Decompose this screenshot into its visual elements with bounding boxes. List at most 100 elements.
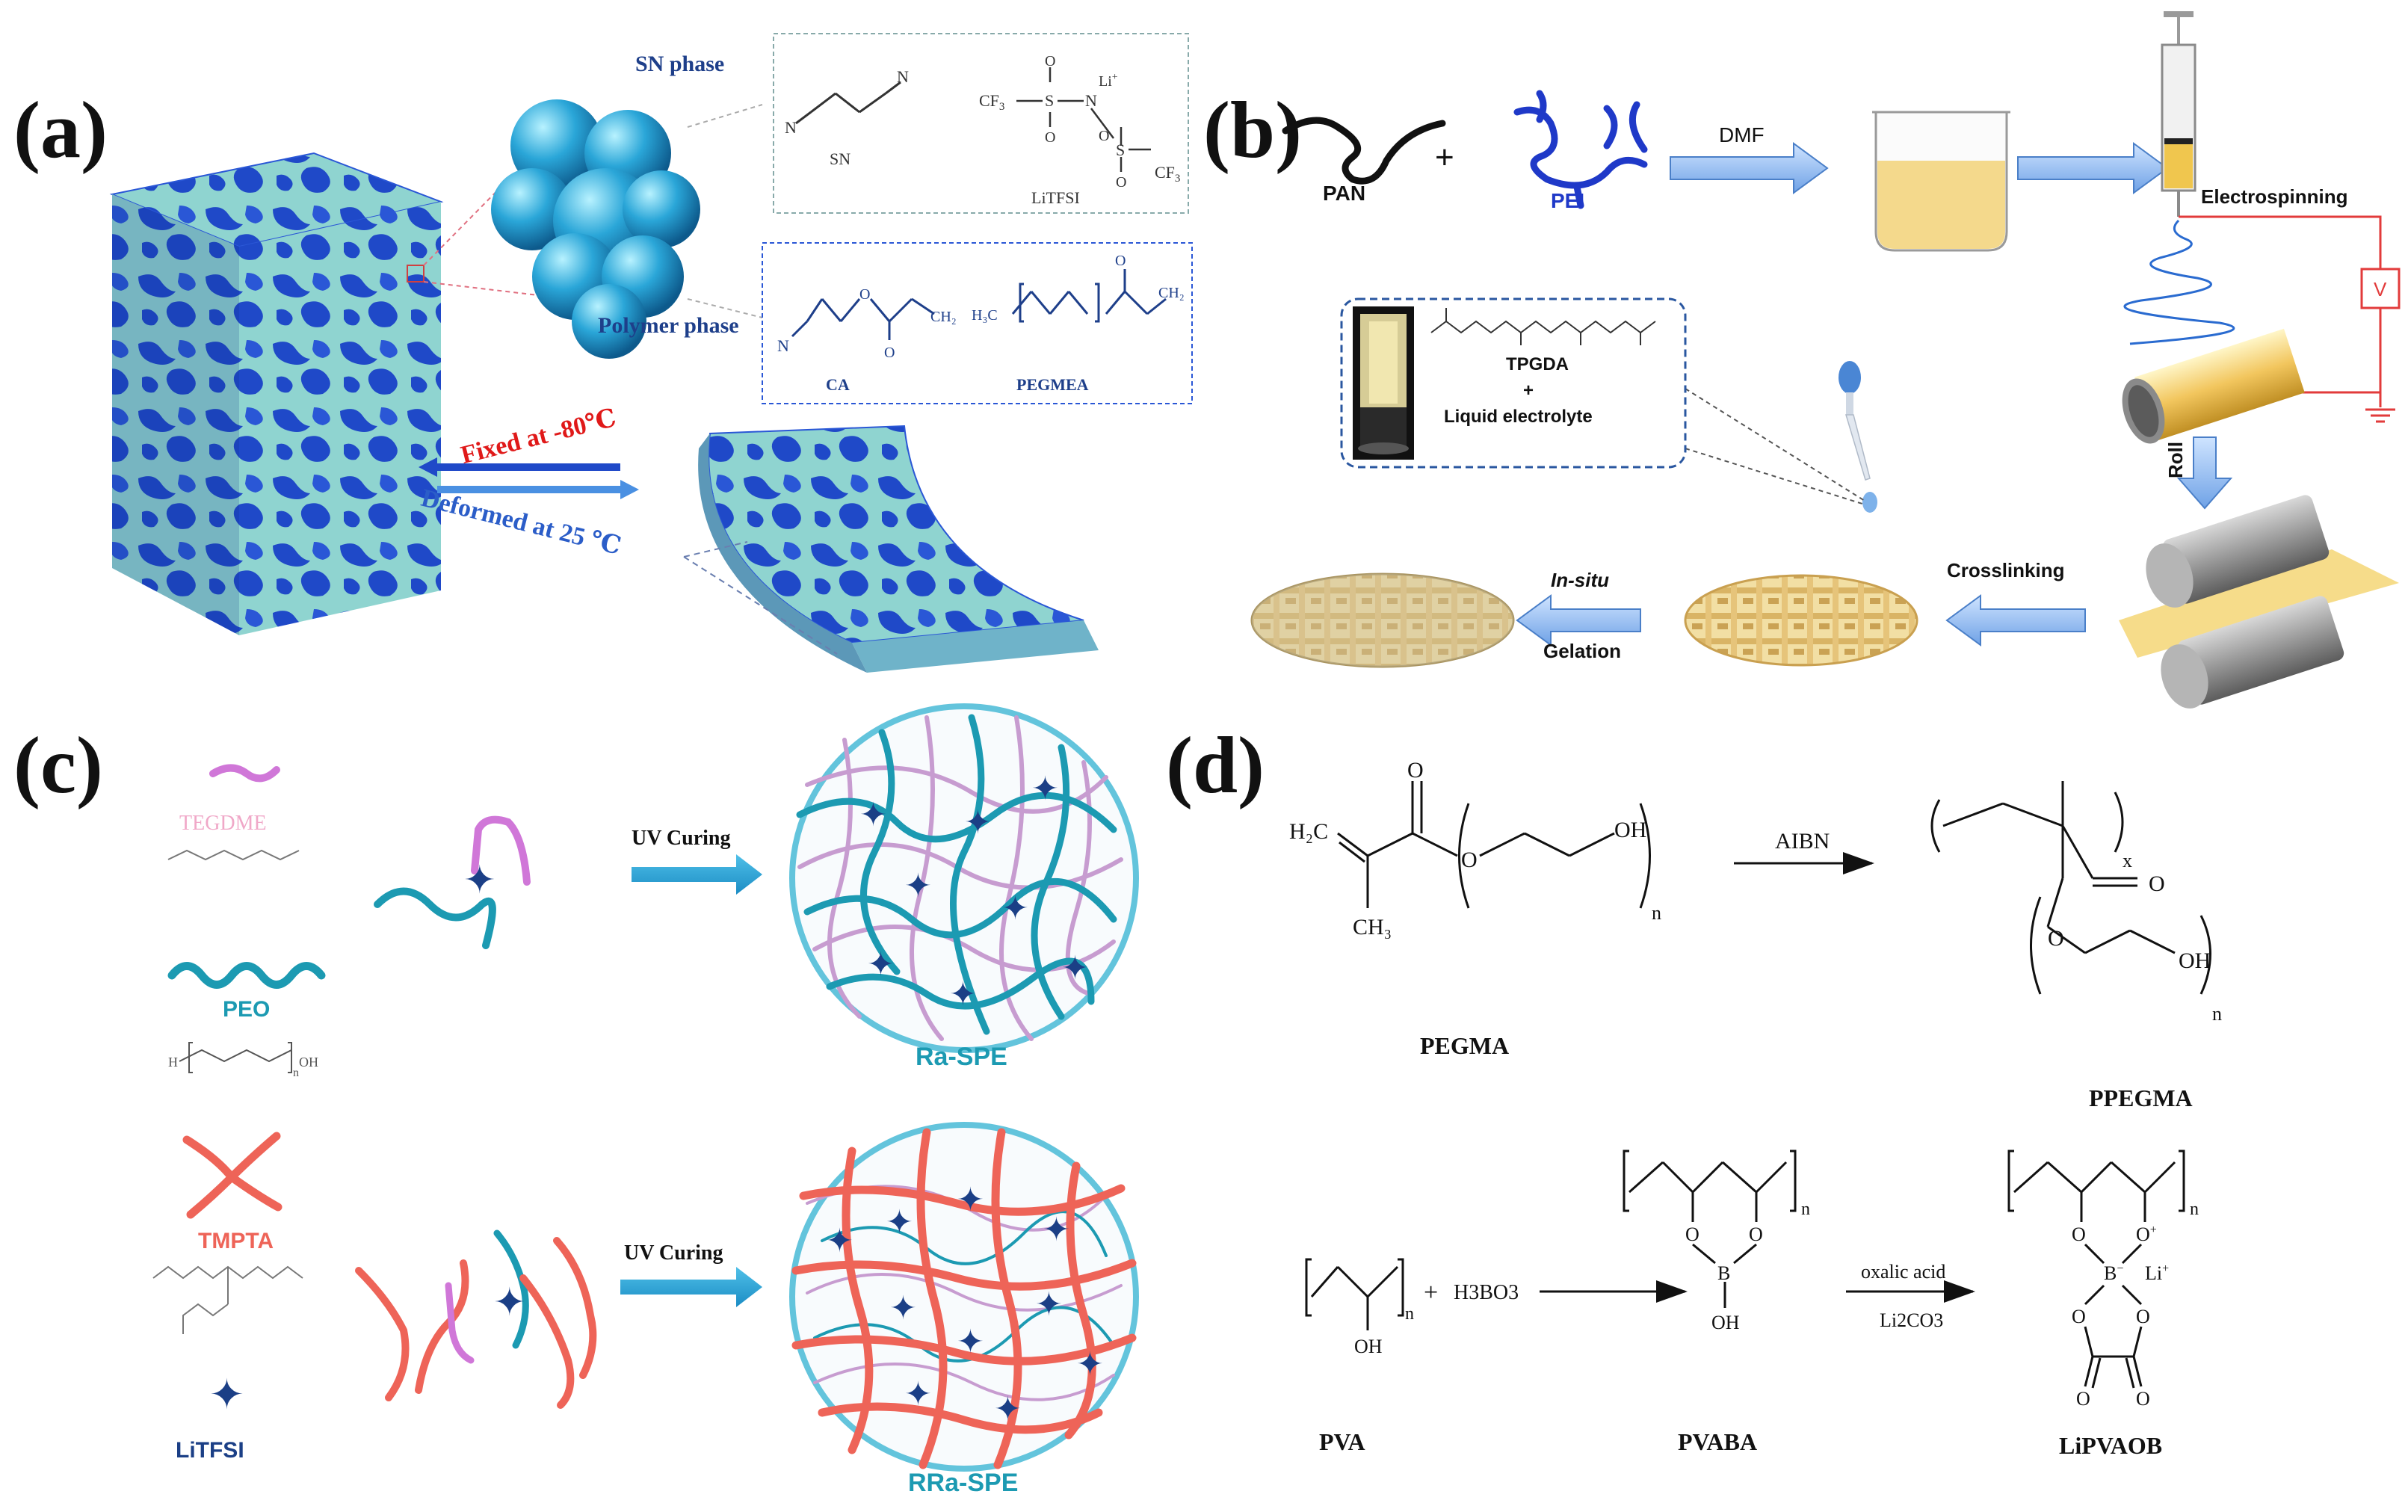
syringe-arrow	[2017, 142, 2169, 194]
roll-label: Roll	[2164, 442, 2187, 478]
pvaba-o2: O	[1749, 1224, 1763, 1245]
dmf-arrow	[1670, 142, 1829, 194]
svg-text:✦: ✦	[994, 1391, 1022, 1428]
crosslinking-label: Crosslinking	[1947, 559, 2064, 581]
pvaba-oh: OH	[1711, 1312, 1740, 1333]
ppegma-o-ester: O	[2048, 926, 2064, 951]
h3bo3-label: H3BO3	[1454, 1281, 1519, 1304]
tpgda-plus: +	[1523, 380, 1534, 401]
litfsi-star-legend: ✦	[209, 1371, 244, 1418]
sn-molecule	[795, 81, 901, 125]
pegma-oh: OH	[1614, 818, 1646, 842]
panel-d-label: (d)	[1166, 721, 1265, 810]
lipvaob-b: B−	[2104, 1262, 2123, 1284]
tegdme-chain	[209, 764, 280, 783]
pvaba-n: n	[1801, 1200, 1810, 1219]
panel-c-label: (c)	[13, 721, 103, 810]
pei-label: PEI	[1551, 189, 1584, 212]
lipvaob-n: n	[2190, 1200, 2199, 1219]
svg-text:✦: ✦	[1001, 890, 1029, 927]
shape-memory-arrows	[419, 457, 639, 499]
litfsi-o3: O	[1099, 128, 1109, 144]
pvaba-structure	[1623, 1150, 1797, 1308]
ppegma-x: x	[2123, 850, 2132, 871]
svg-text:✦: ✦	[1043, 1212, 1070, 1248]
sn-name: SN	[830, 149, 850, 168]
dmf-label: DMF	[1719, 123, 1765, 146]
svg-text:✦: ✦	[949, 976, 977, 1013]
aibn-label: AIBN	[1775, 829, 1830, 854]
gel-membrane	[1250, 573, 1515, 668]
tegdme-formula	[167, 849, 300, 861]
mixture-1-star: ✦	[463, 859, 496, 902]
gelation-arrow	[1516, 594, 1641, 647]
litfsi-molecule	[1016, 67, 1151, 172]
li2co3-label: Li2CO3	[1880, 1309, 1943, 1331]
svg-text:✦: ✦	[867, 946, 895, 983]
electrospinning-label: Electrospinning	[2201, 185, 2347, 208]
lipvaob-o4: O	[2136, 1306, 2150, 1327]
ra-spe-stars: ✦✦✦ ✦✦✦ ✦✦	[859, 771, 1089, 1013]
ca-ch2: CH₂	[930, 309, 957, 325]
pegma-o-carbonyl: O	[1407, 758, 1424, 783]
ra-spe-network	[789, 703, 1139, 1053]
syringe	[2161, 11, 2196, 217]
peo-label: PEO	[223, 997, 270, 1022]
liquid-electrolyte-label: Liquid electrolyte	[1444, 407, 1593, 427]
phase-cube	[109, 152, 444, 635]
ppegma-n: n	[2212, 1003, 2222, 1025]
pvaba-o1: O	[1685, 1224, 1700, 1245]
litfsi-o4: O	[1116, 174, 1126, 191]
pegma-h2c: H₂C	[1289, 819, 1328, 844]
polymer-phase-box	[762, 242, 1193, 404]
ca-name: CA	[826, 375, 850, 394]
panel-a: (a) SN phase Polymer phase	[13, 33, 1193, 673]
voltage-label: V	[2374, 278, 2387, 300]
lipvaob-o6: O	[2136, 1388, 2150, 1410]
gelation-label: Gelation	[1543, 640, 1621, 662]
pegma-ch3: CH₃	[1353, 915, 1392, 939]
pegmea-o: O	[1115, 253, 1126, 269]
uv-arrow-1	[632, 854, 762, 895]
pan-label: PAN	[1323, 182, 1365, 205]
svg-text:✦: ✦	[889, 1290, 917, 1327]
lipvaob-o2: O+	[2136, 1224, 2157, 1245]
ca-molecule	[791, 297, 935, 340]
ppegma-structure	[1930, 781, 2211, 995]
ca-n: N	[777, 336, 789, 355]
pegma-label: PEGMA	[1420, 1032, 1509, 1059]
pegma-o-ester: O	[1461, 848, 1478, 872]
pva-n: n	[1405, 1304, 1414, 1324]
sn-phase-box	[773, 33, 1189, 214]
pan-chain	[1282, 117, 1446, 185]
lipvaob-structure	[2007, 1150, 2185, 1389]
svg-text:✦: ✦	[1035, 1286, 1063, 1323]
vial-photo	[1353, 306, 1414, 460]
litfsi-cf3-right: CF3	[1155, 163, 1180, 185]
lipvaob-li: Li+	[2145, 1262, 2169, 1284]
peo-formula	[179, 1042, 292, 1073]
mixture-1	[374, 815, 531, 949]
litfsi-s1: S	[1045, 91, 1054, 110]
zoom-box	[407, 265, 425, 283]
svg-text:✦: ✦	[904, 1376, 932, 1413]
litfsi-s2: S	[1116, 141, 1125, 159]
tpgda-label: TPGDA	[1506, 354, 1569, 374]
pegmea-name: PEGMEA	[1016, 375, 1089, 394]
tegdme-label: TEGDME	[179, 812, 267, 835]
tmpta-label: TMPTA	[198, 1229, 274, 1253]
rra-spe-label: RRa-SPE	[908, 1469, 1018, 1497]
svg-text:✦: ✦	[826, 1223, 853, 1259]
plus-sign: +	[1435, 139, 1454, 176]
pegmea-molecule	[1011, 269, 1167, 323]
collector-drum	[2122, 328, 2305, 444]
roll-arrow	[2176, 436, 2233, 510]
svg-text:✦: ✦	[957, 1182, 984, 1218]
svg-text:✦: ✦	[1061, 950, 1089, 987]
panel-a-label: (a)	[13, 86, 108, 175]
pva-oh: OH	[1354, 1336, 1383, 1357]
insitu-label: In-situ	[1551, 569, 1609, 591]
svg-text:✦: ✦	[859, 797, 887, 833]
panel-b: (b) PAN + PEI DMF	[1203, 11, 2401, 709]
lipvaob-o1: O	[2072, 1224, 2086, 1245]
